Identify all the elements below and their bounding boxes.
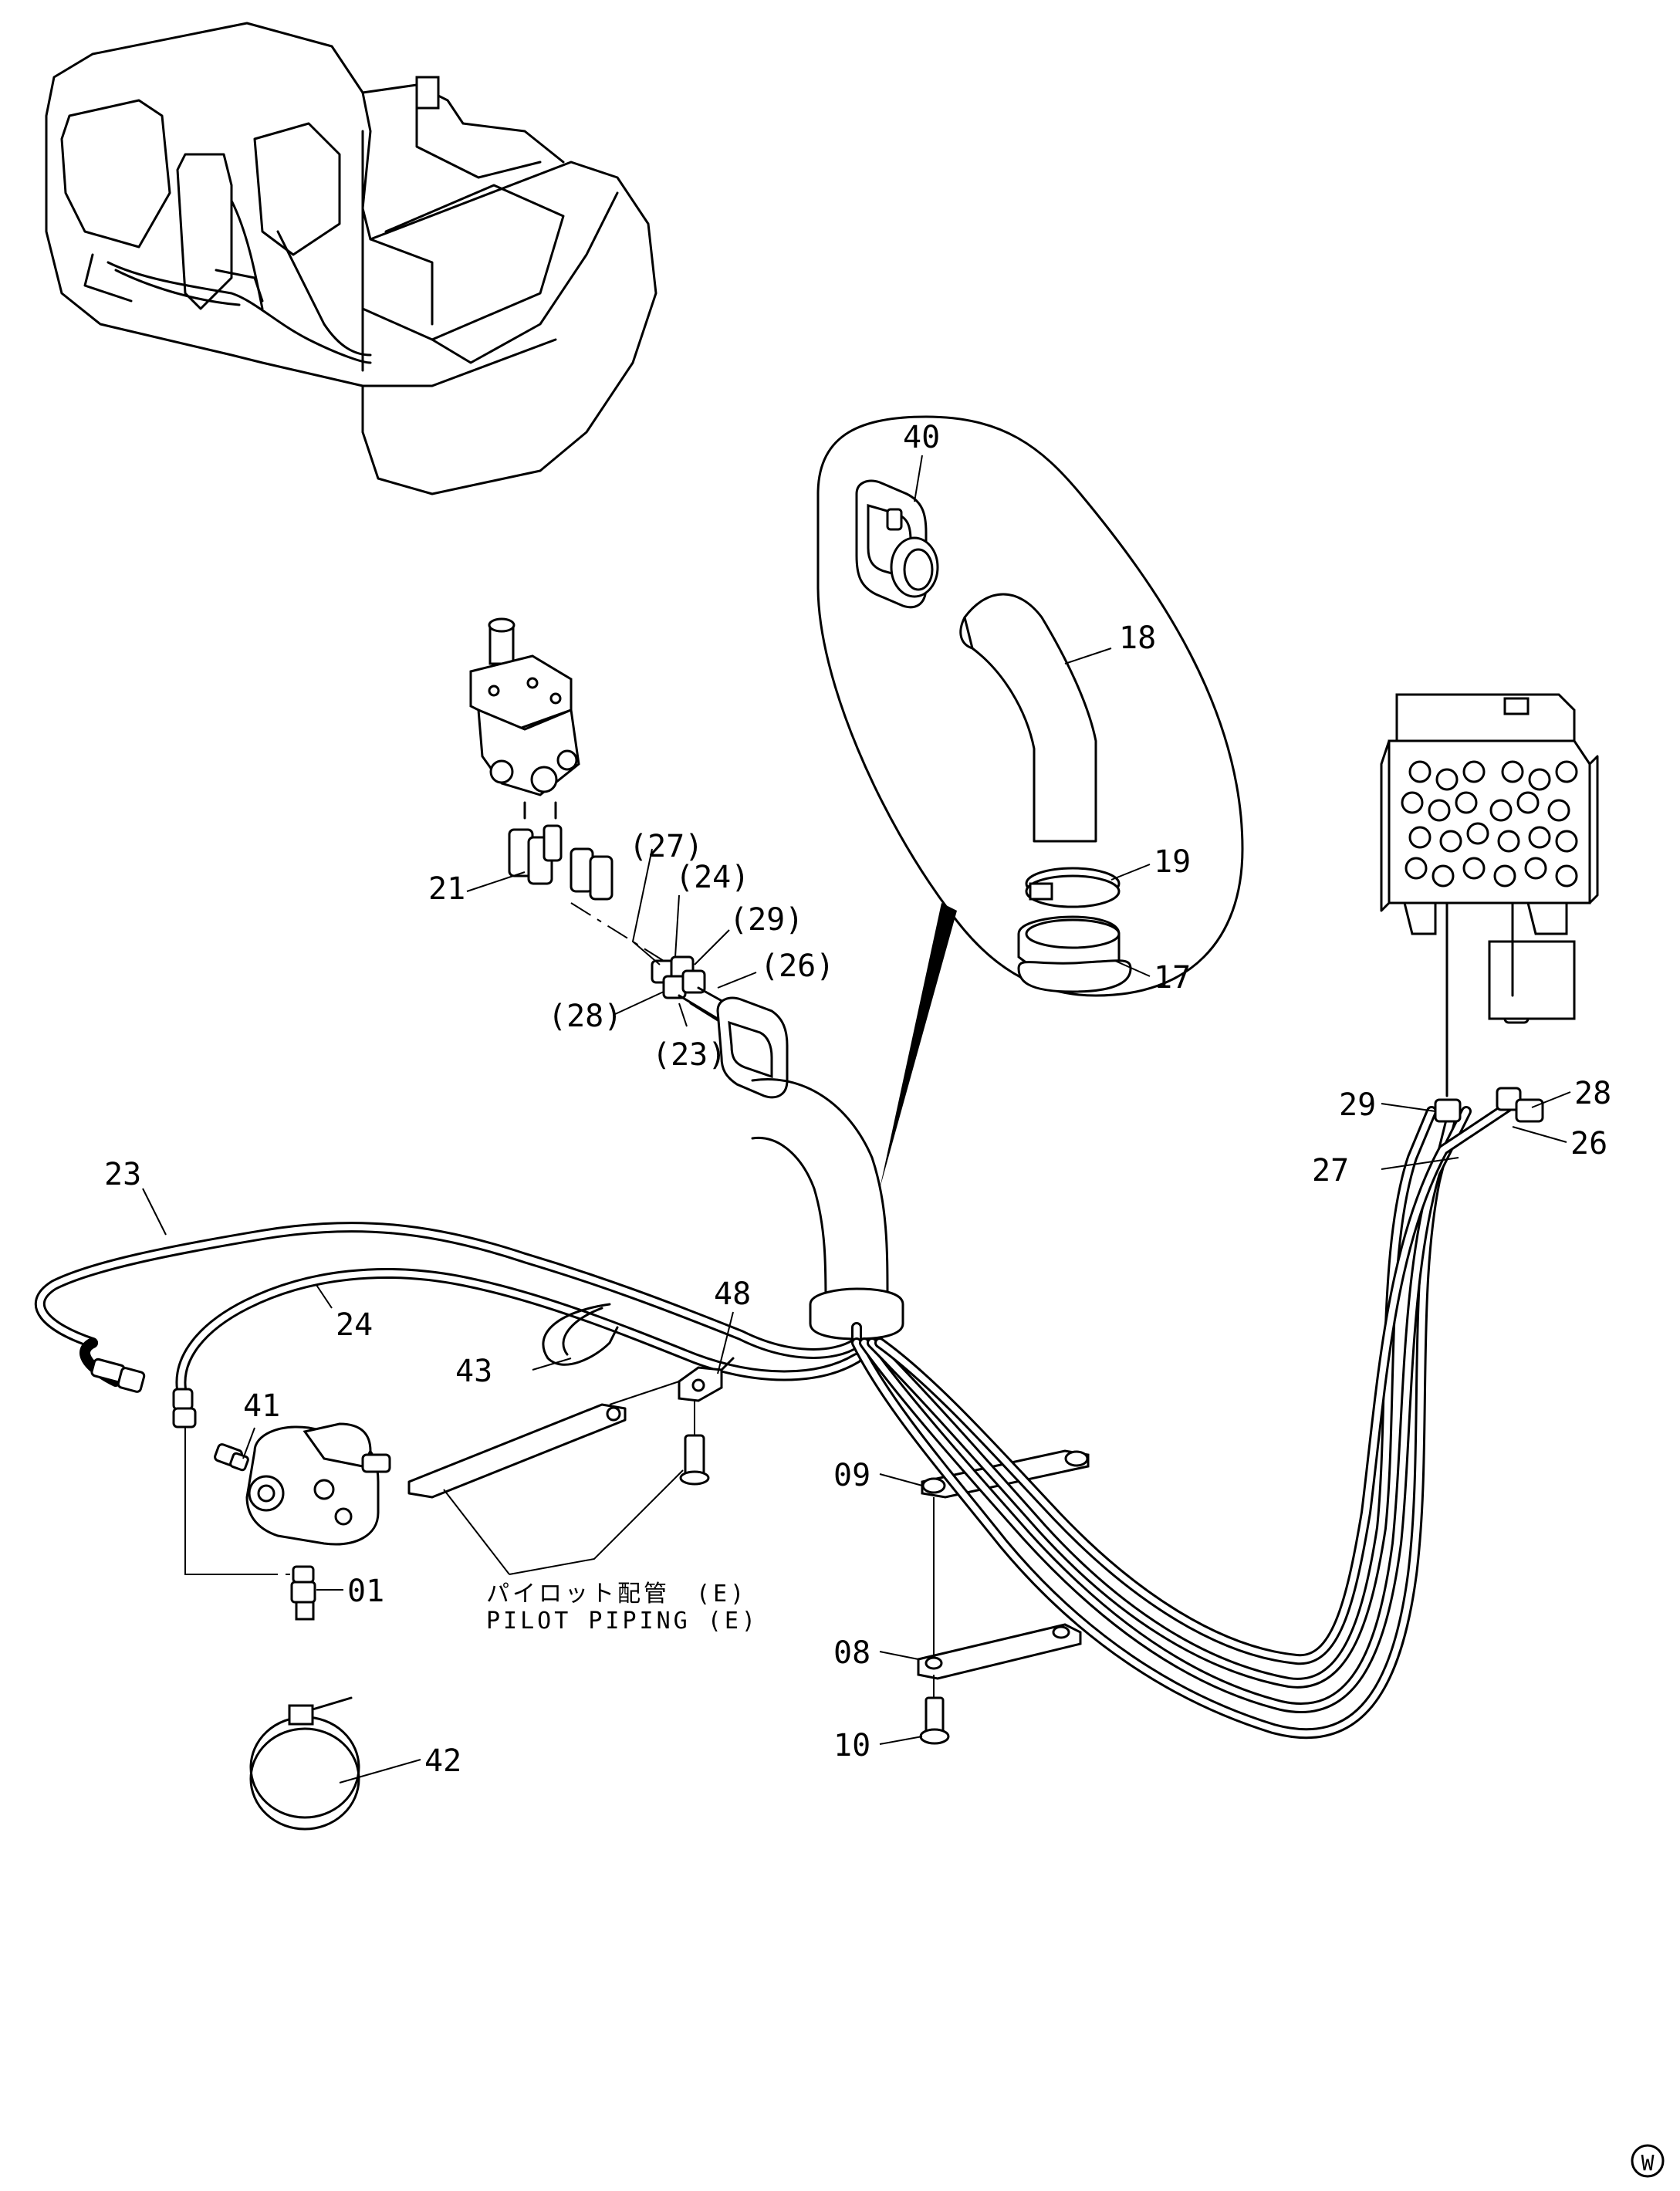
callout-26: 26 — [1570, 1126, 1607, 1161]
callout-labels: 40 18 19 17 21 (27) (24) (29) (26) (28) … — [104, 420, 1611, 1779]
hoses-to-control-valve — [851, 990, 1544, 1740]
callout-29: 29 — [1339, 1087, 1376, 1123]
caption-japanese: パイロット配管 (E) — [486, 1581, 747, 1608]
bolt-stay — [679, 1401, 710, 1486]
callout-27: 27 — [1312, 1153, 1349, 1188]
band-42 — [249, 1696, 360, 1831]
callout-10: 10 — [833, 1728, 870, 1763]
main-hose — [751, 1078, 889, 1306]
hose-clamp — [809, 1287, 904, 1341]
clamp-43 — [542, 1303, 619, 1366]
leader-pump-dashed — [184, 1428, 255, 1575]
callout-27-ref: (27) — [629, 829, 703, 864]
stay-plate — [407, 1403, 627, 1499]
callout-18: 18 — [1119, 620, 1156, 656]
pilot-pump — [214, 1422, 391, 1546]
control-valve — [1380, 693, 1599, 1097]
callout-41: 41 — [243, 1388, 280, 1424]
pilot-valve — [469, 617, 742, 1028]
bolt-10 — [919, 1675, 950, 1745]
callout-19: 19 — [1154, 844, 1191, 880]
callout-24-ref: (24) — [675, 860, 749, 895]
callout-40: 40 — [903, 420, 940, 455]
caption-english: PILOT PIPING (E) — [486, 1608, 759, 1635]
valve-ports — [1401, 760, 1578, 888]
callout-28: 28 — [1574, 1076, 1611, 1111]
fitting-21-right — [570, 847, 614, 901]
callout-08: 08 — [833, 1635, 870, 1671]
detail-bubble — [816, 415, 1244, 1188]
callout-23: 23 — [104, 1157, 141, 1192]
callout-24: 24 — [336, 1307, 373, 1343]
callout-29-ref: (29) — [729, 902, 803, 938]
callout-26-ref: (26) — [760, 948, 834, 984]
corner-mark-letter: W — [1641, 2150, 1655, 2176]
callout-42: 42 — [424, 1743, 461, 1779]
callout-17: 17 — [1154, 960, 1191, 996]
leader-lines — [142, 455, 1571, 1784]
pilot-piping-caption: パイロット配管 (E) PILOT PIPING (E) — [486, 1581, 759, 1635]
callout-01: 01 — [347, 1574, 384, 1609]
floor-grommet — [716, 996, 789, 1099]
hoses-23-24 — [34, 1222, 862, 1429]
excavator-overview — [45, 22, 657, 495]
fitting-01 — [290, 1565, 316, 1621]
corner-mark: W — [1631, 2144, 1665, 2178]
callout-28-ref: (28) — [548, 999, 622, 1034]
fitting-21-left — [508, 824, 563, 885]
callout-21: 21 — [428, 871, 465, 907]
callout-09: 09 — [833, 1458, 870, 1493]
callout-23-ref: (23) — [652, 1037, 726, 1073]
callout-48: 48 — [714, 1276, 751, 1312]
plate-08 — [917, 1623, 1082, 1680]
callout-43: 43 — [455, 1354, 492, 1389]
bracket-48 — [609, 1357, 735, 1405]
plate-09 — [921, 1449, 1090, 1499]
